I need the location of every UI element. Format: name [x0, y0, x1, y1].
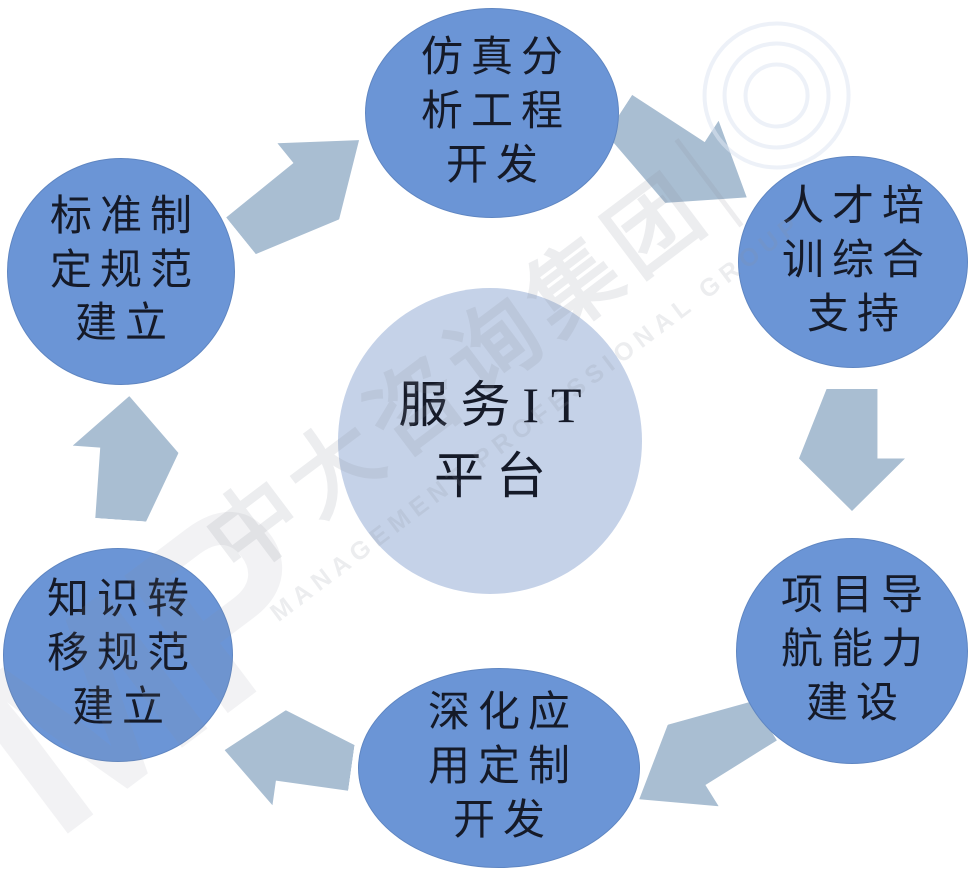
node-label-line: 建立 [74, 301, 175, 348]
cycle-center-node: 服务IT 平台 [338, 288, 642, 594]
cycle-node-top-right: 人才培 训综合 支持 [738, 156, 968, 368]
node-label-line: 析工程 [420, 89, 571, 136]
node-label-line: 定规范 [49, 247, 200, 294]
node-label-line: 深化应 [427, 690, 578, 737]
node-label-line: 用定制 [427, 744, 578, 791]
node-label-line: 移规范 [46, 631, 197, 678]
node-label-line: 开发 [452, 797, 553, 844]
cycle-node-top: 仿真分 析工程 开发 [365, 8, 619, 218]
node-label-line: 人才培 [781, 184, 932, 231]
arrow-bottom-to-bottom-left-icon [218, 703, 358, 816]
node-label-line: 支持 [806, 291, 907, 338]
node-label-line: 项目导 [780, 573, 931, 620]
ring-icon [730, 49, 823, 142]
cycle-node-bottom-right: 项目导 航能力 建设 [736, 538, 968, 764]
node-label-line: 航能力 [780, 627, 931, 674]
node-label-line: 开发 [445, 142, 546, 189]
node-label-line: 建设 [805, 680, 906, 727]
cycle-node-bottom-left: 知识转 移规范 建立 [3, 548, 233, 762]
node-label-line: 建立 [71, 684, 172, 731]
cycle-node-top-left: 标准制 定规范 建立 [7, 158, 235, 385]
arrow-top-left-to-top-icon [210, 102, 390, 274]
arrow-bottom-left-to-top-left-icon [68, 392, 182, 523]
node-label-line: 标准制 [49, 193, 200, 240]
arrow-top-to-top-right-icon [593, 74, 774, 239]
center-label-line: 平台 [434, 448, 558, 504]
center-label-line: 服务IT [398, 377, 594, 433]
node-label-line: 仿真分 [420, 35, 571, 82]
cycle-node-bottom: 深化应 用定制 开发 [358, 668, 640, 868]
arrow-top-right-to-bottom-right-icon [799, 389, 905, 511]
node-label-line: 知识转 [46, 577, 197, 624]
node-label-line: 训综合 [781, 238, 932, 285]
